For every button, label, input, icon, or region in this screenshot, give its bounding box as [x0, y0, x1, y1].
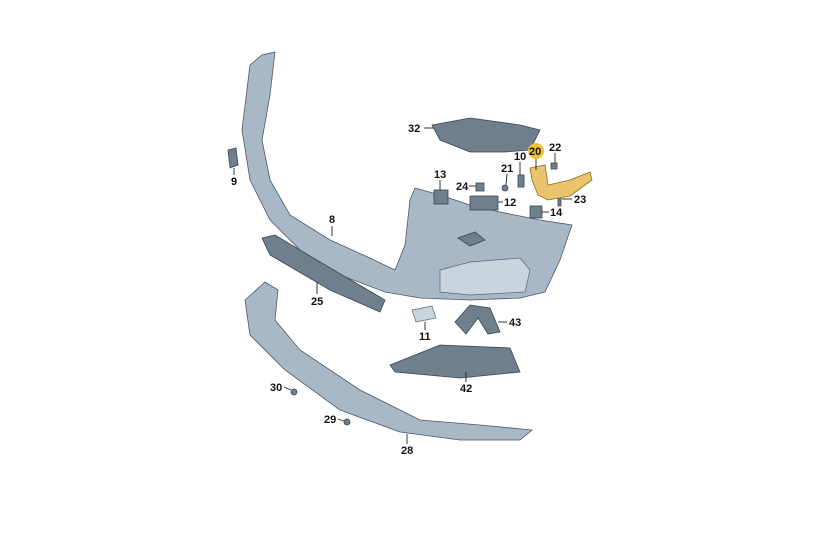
label-9: 9	[231, 176, 237, 188]
label-29: 29	[324, 414, 336, 426]
label-10: 10	[514, 151, 526, 163]
label-42: 42	[460, 383, 472, 395]
label-43: 43	[509, 317, 521, 329]
part-29-screw	[343, 418, 351, 426]
label-24: 24	[456, 181, 469, 193]
label-32: 32	[408, 123, 420, 135]
label-12: 12	[504, 197, 516, 209]
bumper-grille-opening	[439, 257, 531, 296]
part-43-duct	[454, 304, 501, 335]
part-20-bracket	[529, 164, 593, 201]
bumper-fog-hole	[457, 231, 486, 247]
part-9	[227, 147, 239, 169]
part-10	[517, 174, 525, 188]
part-22	[550, 162, 558, 170]
part-12	[469, 195, 499, 211]
label-23: 23	[574, 194, 586, 206]
highlight-circle-20	[528, 143, 544, 159]
label-20: 20	[529, 146, 541, 158]
part-labels: 32 20 22 10 21 13 24 12 23 14 9 8 25 11 …	[231, 123, 586, 457]
part-25-reinforcement	[261, 234, 386, 313]
label-8: 8	[329, 214, 335, 226]
part-30-screw	[290, 388, 298, 396]
label-21: 21	[501, 163, 513, 175]
part-13	[433, 189, 449, 205]
label-30: 30	[270, 382, 282, 394]
label-22: 22	[549, 142, 561, 154]
label-28: 28	[401, 445, 413, 457]
leader-lines	[233, 127, 572, 444]
label-25: 25	[311, 296, 323, 308]
part-11-tow-cap	[411, 305, 437, 323]
part-14	[529, 205, 543, 219]
part-24	[475, 182, 485, 192]
label-13: 13	[434, 169, 446, 181]
part-32-bracket	[431, 117, 541, 153]
part-42-grille	[389, 344, 521, 379]
label-11: 11	[419, 331, 431, 343]
part-21-screw	[501, 184, 509, 192]
label-14: 14	[550, 207, 563, 219]
part-28-spoiler	[244, 281, 533, 441]
